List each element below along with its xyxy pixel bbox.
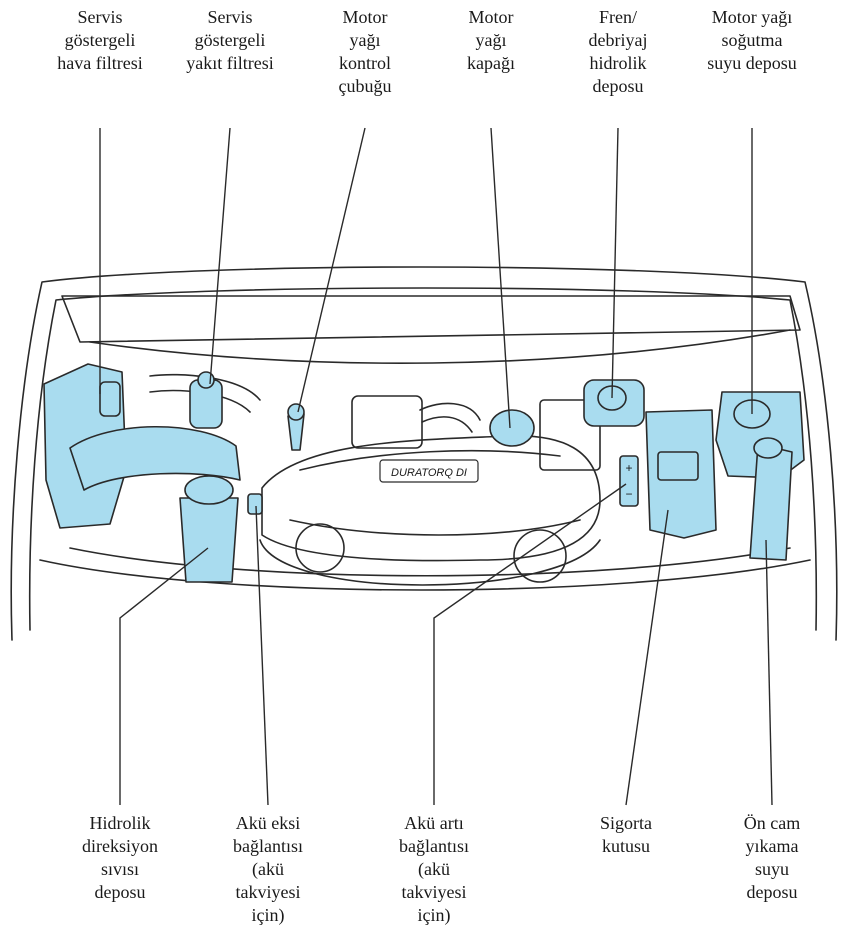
label-air-filter: Servis göstergeli hava filtresi	[57, 7, 143, 73]
power-steering-cap	[184, 475, 234, 505]
engine-cover-ridge	[299, 449, 561, 471]
battery-minus-sign: −	[625, 487, 632, 501]
crank-pulley	[513, 529, 567, 583]
hood-outline	[10, 266, 838, 641]
oil-dipstick-handle	[287, 403, 305, 421]
battery-plus-sign: +	[625, 461, 632, 475]
label-oil-cap: Motor yağı kapağı	[467, 7, 515, 73]
engine-badge-frame	[379, 459, 479, 483]
hood-inner-outline	[28, 287, 818, 631]
front-lower	[69, 547, 791, 577]
washer-reservoir	[749, 443, 793, 561]
engine-cover-ridge-2	[289, 519, 581, 536]
bracket	[539, 399, 601, 471]
label-fuel-filter: Servis göstergeli yakıt filtresi	[186, 7, 274, 73]
air-filter-indicator	[99, 381, 121, 417]
alternator-pulley	[295, 523, 345, 573]
leader-washer	[765, 539, 773, 806]
fuel-lines	[419, 402, 481, 433]
label-power-steering-reservoir: Hidrolik direksiyon sıvısı deposu	[82, 813, 158, 902]
power-steering-reservoir	[179, 497, 239, 583]
engine-cover	[261, 435, 601, 562]
leader-battery-positive	[433, 483, 627, 805]
label-washer-reservoir: Ön cam yıkama suyu deposu	[743, 813, 801, 902]
oil-filler-cap	[489, 409, 535, 447]
label-battery-positive: Akü artı bağlantısı (akü takviyesi için)	[399, 813, 469, 925]
label-coolant-reservoir: Motor yağı soğutma suyu deposu	[707, 7, 797, 73]
engine-badge: DURATORQ DI	[391, 467, 467, 479]
fuel-filter-indicator	[197, 371, 215, 389]
fuse-box-lid-label	[657, 451, 699, 481]
leader-fuel-filter	[209, 127, 231, 385]
leader-brake-clutch	[611, 127, 619, 399]
label-brake-clutch-reservoir: Fren/ debriyaj hidrolik deposu	[588, 7, 648, 96]
leader-battery-negative	[255, 505, 269, 806]
air-intake-hose	[69, 425, 241, 491]
label-fuse-box: Sigorta kutusu	[600, 813, 652, 856]
front-edge	[39, 559, 811, 591]
leader-oil-dipstick	[297, 127, 366, 413]
cowl-lower	[89, 329, 791, 364]
battery-positive-terminal	[619, 455, 639, 507]
label-oil-dipstick: Motor yağı kontrol çubuğu	[338, 7, 392, 96]
battery-negative-terminal	[247, 493, 263, 515]
label-battery-negative: Akü eksi bağlantısı (akü takviyesi için)	[233, 813, 303, 925]
leader-oil-cap	[490, 127, 511, 429]
engine-block	[259, 539, 601, 586]
leader-power-steering	[119, 547, 209, 805]
washer-cap	[753, 437, 783, 459]
leader-fuse-box	[625, 509, 669, 806]
cowl-panel	[61, 295, 801, 343]
